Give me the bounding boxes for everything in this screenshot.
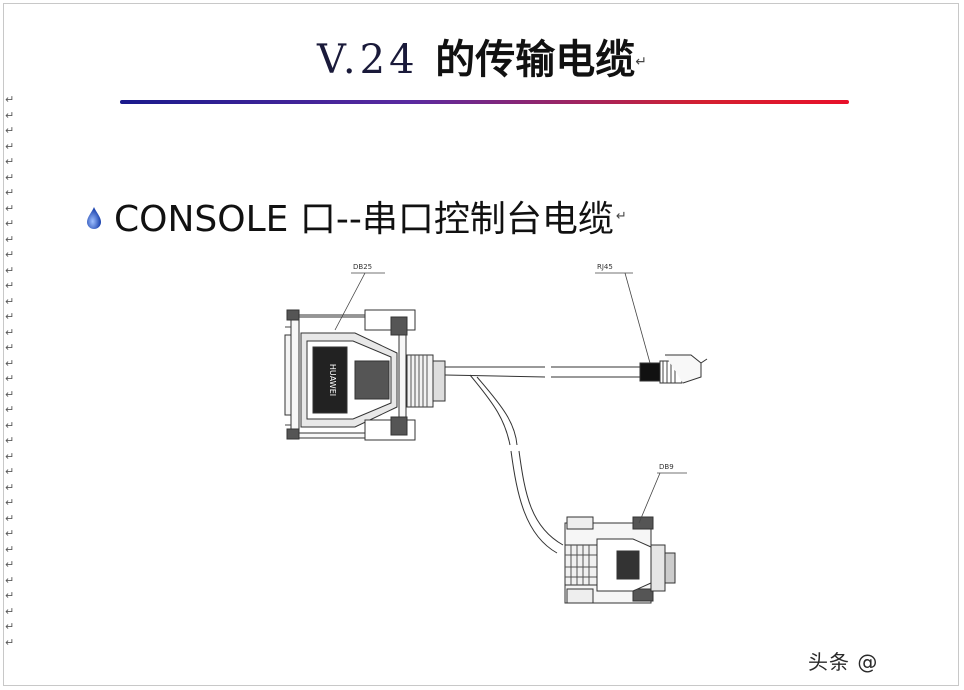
return-arrow-icon: ↵ (5, 93, 15, 106)
return-arrow-icon: ↵ (5, 263, 15, 277)
slide-title: V.24 的传输电缆↵ (0, 30, 964, 92)
return-arrow-icon: ↵ (5, 356, 15, 370)
return-arrow-icon: ↵ (5, 527, 15, 540)
return-arrow-icon: ↵ (5, 449, 15, 463)
return-arrow-icon: ↵ (5, 232, 15, 246)
return-arrow-icon: ↵ (5, 558, 15, 571)
return-arrow-icon: ↵ (5, 279, 15, 292)
console-cable-diagram: HUAWEI (284, 263, 708, 604)
return-arrow-icon: ↵ (5, 465, 15, 478)
return-arrow-icon: ↵ (5, 496, 15, 509)
title-cjk-part: 的传输电缆 (435, 37, 636, 83)
return-arrow-icon: ↵ (5, 201, 15, 215)
bullet-text: CONSOLE 口--串口控制台电缆 (114, 199, 614, 240)
return-arrow-icon: ↵ (5, 170, 15, 184)
return-arrow-icon: ↵ (5, 635, 15, 649)
title-latin-part: V.24 (317, 37, 436, 83)
cable-to-rj45 (444, 366, 640, 378)
callout-lines (334, 272, 687, 524)
return-arrow-icon: ↵ (5, 310, 15, 323)
return-arrow-icon: ↵ (5, 387, 15, 401)
return-arrow-icon: ↵ (5, 139, 15, 153)
return-arrow-icon: ↵ (5, 341, 15, 354)
return-arrow-icon: ↵ (5, 372, 15, 385)
bullet-item: CONSOLE 口--串口控制台电缆↵ (82, 190, 627, 242)
water-drop-bullet-icon (87, 207, 101, 229)
return-arrow-icon: ↵ (615, 208, 627, 224)
slide-border (3, 3, 959, 686)
return-arrow-icon: ↵ (5, 155, 15, 168)
margin-return-marks: ↵ ↵ ↵ ↵ ↵ ↵ ↵ ↵ ↵ ↵ ↵ ↵ ↵ ↵ ↵ ↵ ↵ ↵ ↵ ↵ ↵ ↵ ↵ ↵ ↵ ↵ ↵ ↵ ↵ ↵ ↵ ↵ ↵ ↵ ↵ ↵ (5, 92, 21, 650)
cable-to-db9 (469, 374, 564, 554)
return-arrow-icon: ↵ (5, 620, 15, 633)
return-arrow-icon: ↵ (635, 54, 647, 70)
watermark-text: 头条 @ (808, 650, 879, 674)
return-arrow-icon: ↵ (5, 403, 15, 416)
return-arrow-icon: ↵ (5, 542, 15, 556)
return-arrow-icon: ↵ (5, 604, 15, 618)
title-divider (120, 100, 849, 104)
return-arrow-icon: ↵ (5, 217, 15, 230)
db25-connector: HUAWEI (284, 309, 446, 441)
return-arrow-icon: ↵ (5, 325, 15, 339)
return-arrow-icon: ↵ (5, 511, 15, 525)
return-arrow-icon: ↵ (5, 434, 15, 447)
return-arrow-icon: ↵ (5, 294, 15, 308)
label-db9: DB9 (659, 463, 674, 471)
db25-brand-text: HUAWEI (328, 364, 337, 396)
return-arrow-icon: ↵ (5, 480, 15, 494)
return-arrow-icon: ↵ (5, 418, 15, 432)
return-arrow-icon: ↵ (5, 108, 15, 122)
return-arrow-icon: ↵ (5, 573, 15, 587)
rj45-connector (639, 354, 708, 384)
label-rj45: RJ45 (597, 263, 613, 271)
return-arrow-icon: ↵ (5, 589, 15, 602)
label-db25: DB25 (353, 263, 372, 271)
db9-connector (564, 516, 676, 604)
return-arrow-icon: ↵ (5, 248, 15, 261)
return-arrow-icon: ↵ (5, 124, 15, 137)
return-arrow-icon: ↵ (5, 186, 15, 199)
